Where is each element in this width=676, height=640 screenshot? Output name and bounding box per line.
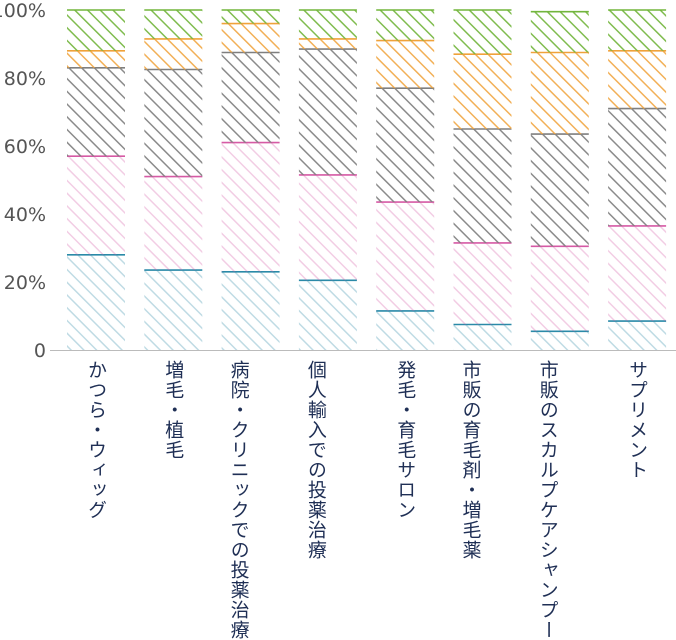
bar-segment bbox=[298, 38, 357, 50]
x-category-label-line: 病院・クリニック bbox=[227, 360, 250, 520]
bar-segment bbox=[221, 10, 280, 24]
x-category-label-line: 市販の育毛剤・ bbox=[459, 360, 482, 500]
y-tick-label: 100% bbox=[0, 0, 46, 22]
bar-segment bbox=[376, 202, 435, 311]
x-category-label-line: 増毛薬 bbox=[459, 500, 482, 560]
bar-segment bbox=[376, 310, 435, 350]
bar-segment bbox=[453, 242, 512, 325]
bar-segment bbox=[298, 280, 357, 350]
bar-segment bbox=[530, 246, 589, 332]
bar-stack bbox=[144, 9, 203, 350]
bar-segment bbox=[221, 52, 280, 143]
bar-segment bbox=[530, 11, 589, 53]
bar-segment bbox=[608, 50, 667, 109]
bar-segment bbox=[530, 52, 589, 135]
bar-stack bbox=[608, 9, 667, 350]
bar-segment bbox=[67, 156, 125, 255]
x-category-label: 市販のスカルプケアシャンプー bbox=[536, 360, 560, 640]
bar-segment bbox=[298, 174, 357, 281]
bar-segment bbox=[221, 23, 280, 53]
x-category-label-line: 個人輸入での bbox=[304, 360, 327, 480]
y-tick-label: 60% bbox=[4, 136, 46, 158]
bar-segment bbox=[453, 324, 512, 350]
bar-segment bbox=[376, 10, 435, 41]
x-category-label: 市販の育毛剤・増毛薬 bbox=[459, 360, 483, 560]
stacked-bar-chart: 0 20% 40% 60% 80% 100% bbox=[0, 0, 676, 362]
bar-segment bbox=[144, 176, 203, 271]
bar-segment bbox=[608, 10, 667, 51]
bar-stack bbox=[453, 9, 512, 350]
bar-segment bbox=[453, 10, 512, 55]
bar-segment bbox=[67, 67, 125, 157]
bar-segment bbox=[144, 10, 203, 39]
bar-segment bbox=[608, 108, 667, 226]
x-category-label: 個人輸入での投薬治療 bbox=[304, 360, 328, 560]
bar-segment bbox=[376, 88, 435, 203]
bar-segment bbox=[298, 49, 357, 175]
bar-segment bbox=[144, 69, 203, 177]
bar-segment bbox=[530, 134, 589, 247]
bar-segment bbox=[608, 225, 667, 322]
x-category-label-line: 市販のスカルプ bbox=[536, 360, 559, 500]
bar-segment bbox=[144, 38, 203, 70]
bar-segment bbox=[221, 142, 280, 272]
x-category-label-line: ケアシャンプー bbox=[536, 500, 559, 640]
bar-segment bbox=[144, 270, 203, 350]
y-tick-label: 20% bbox=[4, 272, 46, 294]
bars-layer bbox=[67, 9, 667, 350]
bar-segment bbox=[67, 254, 125, 350]
bar-segment bbox=[453, 54, 512, 130]
bar-stack bbox=[530, 10, 589, 350]
bar-segment bbox=[608, 321, 667, 350]
x-category-label-line: 増毛・植毛 bbox=[162, 360, 185, 460]
bar-segment bbox=[376, 40, 435, 89]
x-category-label: 病院・クリニックでの投薬治療 bbox=[227, 360, 251, 640]
x-category-label-line: サプリメント bbox=[626, 360, 649, 480]
y-tick-label: 40% bbox=[4, 204, 46, 226]
bar-stack bbox=[298, 9, 357, 350]
x-category-label: 増毛・植毛 bbox=[161, 360, 185, 460]
y-tick-label: 80% bbox=[4, 68, 46, 90]
bar-stack bbox=[376, 9, 435, 350]
bar-segment bbox=[67, 10, 125, 51]
bar-segment bbox=[67, 50, 125, 68]
bar-segment bbox=[530, 331, 589, 350]
x-category-label-line: 発毛・育毛サロン bbox=[394, 360, 417, 520]
x-category-label: かつら・ウィッグ bbox=[84, 360, 108, 520]
bar-stack bbox=[221, 9, 280, 350]
x-category-label-line: かつら・ウィッグ bbox=[85, 360, 107, 520]
y-tick-label: 0 bbox=[34, 340, 46, 362]
x-category-label: サプリメント bbox=[625, 360, 649, 480]
x-category-label: 発毛・育毛サロン bbox=[393, 360, 417, 520]
bar-segment bbox=[453, 129, 512, 243]
x-category-label-line: 投薬治療 bbox=[304, 480, 327, 560]
bar-segment bbox=[298, 10, 357, 39]
x-category-label-line: での投薬治療 bbox=[227, 520, 250, 640]
y-axis-ticks: 0 20% 40% 60% 80% 100% bbox=[0, 0, 46, 362]
bar-segment bbox=[221, 271, 280, 350]
bar-stack bbox=[67, 9, 125, 350]
